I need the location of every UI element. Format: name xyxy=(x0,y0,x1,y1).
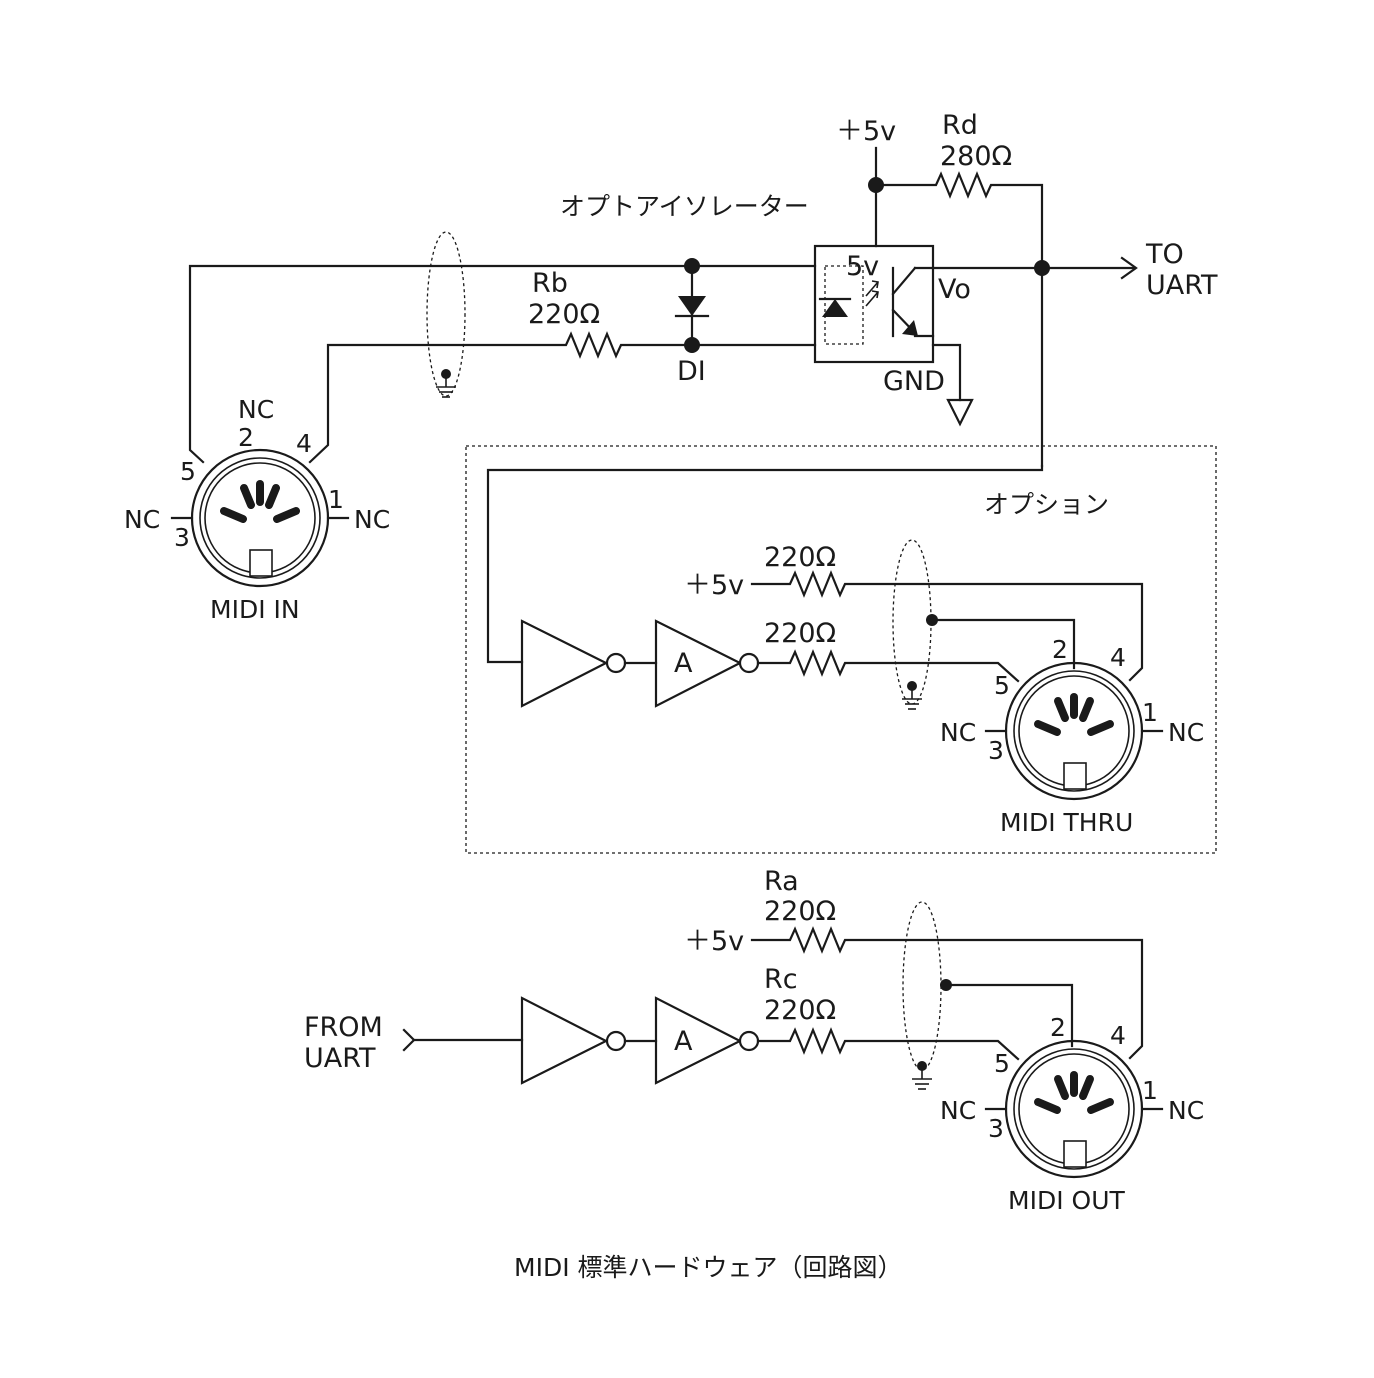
midi-out-pin3-label: 3 xyxy=(988,1114,1004,1143)
ground-symbol-opto xyxy=(931,343,974,427)
midi-out-nc3-label: NC xyxy=(940,1096,976,1125)
rd-value-label: 280Ω xyxy=(940,141,1012,172)
to-uart-output: TO UART xyxy=(931,239,1218,301)
thru-r1-label: 220Ω xyxy=(764,542,836,573)
midi-out-pin2-label: 2 xyxy=(1050,1013,1066,1042)
midi-thru-pin5-label: 5 xyxy=(994,671,1010,700)
midi-in-connector: NC 2 4 5 NC 3 1 NC MIDI IN xyxy=(124,395,390,624)
midi-thru-label: MIDI THRU xyxy=(1000,808,1133,837)
di-label: DI xyxy=(677,356,706,387)
midi-thru-connector: 2 4 5 NC 3 1 NC MIDI THRU xyxy=(940,635,1204,837)
midi-thru-pin1-label: 1 xyxy=(1142,698,1158,727)
midi-out-pin4-label: 4 xyxy=(1110,1021,1126,1050)
from-uart-label-1: FROM xyxy=(304,1012,383,1043)
opto-isolator: 5v Vo GND xyxy=(813,244,971,397)
junction-dot xyxy=(1034,260,1050,276)
rb-value-label: 220Ω xyxy=(528,299,600,330)
midi-thru-pin3-label: 3 xyxy=(988,736,1004,765)
out-rc-value-label: 220Ω xyxy=(764,995,836,1026)
midi-out-wiring: FROM UART A ＋5v Ra 220Ω Rc 220Ω xyxy=(304,866,1144,1090)
power-supply-top: ＋5v xyxy=(836,116,896,248)
from-uart-label-2: UART xyxy=(304,1043,376,1074)
thru-r2-label: 220Ω xyxy=(764,618,836,649)
opto-5v-label: 5v xyxy=(846,251,879,282)
to-uart-label-2: UART xyxy=(1146,270,1218,301)
plus5v-top-label: ＋5v xyxy=(836,116,896,147)
midi-in-pin3-label: 3 xyxy=(174,523,190,552)
midi-thru-pin4-label: 4 xyxy=(1110,643,1126,672)
rb-name-label: Rb xyxy=(532,268,568,299)
midi-out-pin1-label: 1 xyxy=(1142,1076,1158,1105)
midi-in-pin1-label: 1 xyxy=(328,485,344,514)
midi-out-pin5-label: 5 xyxy=(994,1049,1010,1078)
midi-out-label: MIDI OUT xyxy=(1008,1186,1125,1215)
diagram-caption: MIDI 標準ハードウェア（回路図） xyxy=(514,1253,903,1282)
opto-gnd-label: GND xyxy=(883,366,945,397)
out-rc-name-label: Rc xyxy=(764,964,798,995)
midi-out-connector: 2 4 5 NC 3 1 NC MIDI OUT xyxy=(940,1013,1204,1215)
midi-in-label: MIDI IN xyxy=(210,595,300,624)
out-buffer-a-label: A xyxy=(674,1026,693,1057)
midi-out-nc1-label: NC xyxy=(1168,1096,1204,1125)
midi-thru-pin2-label: 2 xyxy=(1052,635,1068,664)
midi-in-pin4-label: 4 xyxy=(296,429,312,458)
midi-in-nc1-label: NC xyxy=(354,505,390,534)
resistor-rd: Rd 280Ω xyxy=(874,110,1044,468)
thru-plus5v-label: ＋5v xyxy=(684,570,744,601)
midi-thru-nc3-label: NC xyxy=(940,718,976,747)
rd-name-label: Rd xyxy=(942,110,978,141)
thru-buffer-a-label: A xyxy=(674,648,693,679)
opto-title-label: オプトアイソレーター xyxy=(560,192,809,221)
to-uart-label-1: TO xyxy=(1145,239,1184,270)
out-ra-value-label: 220Ω xyxy=(764,896,836,927)
midi-thru-nc1-label: NC xyxy=(1168,718,1204,747)
midi-in-wiring: DI Rb 220Ω xyxy=(188,231,817,464)
out-ra-name-label: Ra xyxy=(764,866,799,897)
midi-in-pin5-label: 5 xyxy=(180,457,196,486)
opto-vo-label: Vo xyxy=(938,274,971,305)
midi-in-nc3-label: NC xyxy=(124,505,160,534)
midi-in-pin2-label: 2 xyxy=(238,423,254,452)
option-label: オプション xyxy=(984,490,1109,519)
midi-in-nc2-label: NC xyxy=(238,395,274,424)
option-section-border xyxy=(465,445,1217,854)
out-plus5v-label: ＋5v xyxy=(684,926,744,957)
midi-thru-wiring: A ＋5v 220Ω 220Ω xyxy=(486,464,1144,710)
